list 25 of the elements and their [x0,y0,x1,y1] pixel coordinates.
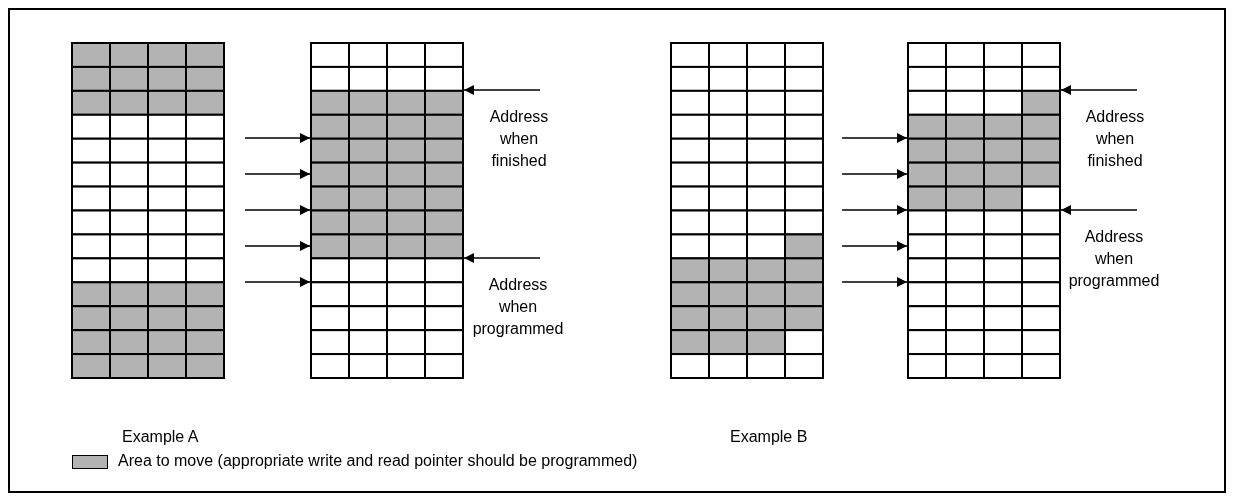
arrow [841,241,908,251]
pointer-label: Address when programmed [472,274,564,340]
arrow [841,169,908,179]
arrow [244,241,311,251]
example-caption: Example B [730,428,808,446]
example-caption: Example A [122,428,199,446]
legend-text: Area to move (appropriate write and read pointer should be programmed) [118,452,638,470]
arrow [244,205,311,215]
arrow [1060,205,1138,215]
pointer-label: Address when finished [1070,106,1160,172]
arrow [244,133,311,143]
pointer-label: Address when programmed [1068,226,1160,292]
memory-grid-drawing [907,42,1061,379]
arrow [244,277,311,287]
pointer-label: Address when finished [474,106,564,172]
memory-grid-drawing [310,42,464,379]
arrow [463,253,541,263]
arrow [841,277,908,287]
memory-grid-drawing [670,42,824,379]
arrow [244,169,311,179]
arrow [841,205,908,215]
memory-grid-drawing [71,42,225,379]
arrow [841,133,908,143]
arrow [1060,85,1138,95]
arrow [463,85,541,95]
